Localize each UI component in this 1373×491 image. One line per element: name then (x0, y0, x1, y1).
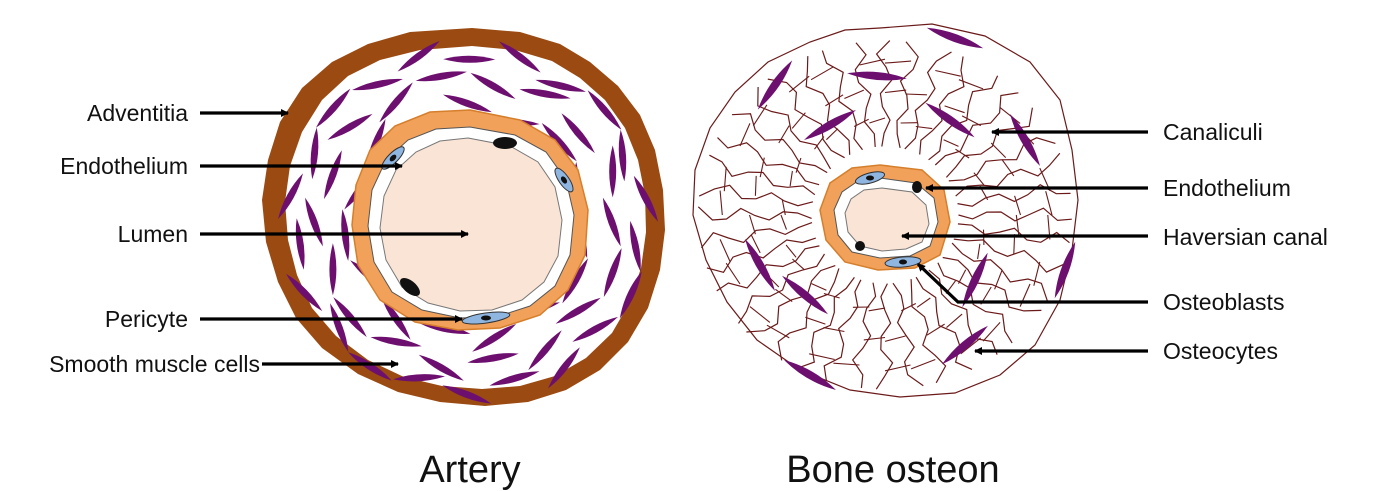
label-haversian-canal: Haversian canal (1163, 224, 1328, 250)
label-pericyte: Pericyte (105, 306, 188, 332)
label-smooth-muscle: Smooth muscle cells (49, 351, 260, 377)
label-endothelium-artery: Endothelium (60, 153, 188, 179)
haversian-canal-lumen (845, 188, 929, 251)
osteon-endothelial-nucleus (866, 176, 874, 181)
endothelial-cell-nucleus (481, 316, 491, 321)
pericyte-nucleus (493, 137, 517, 149)
osteon-endothelial-nucleus (912, 181, 922, 193)
caption-artery: Artery (419, 449, 520, 491)
artery-cross-section (262, 28, 665, 407)
label-lumen: Lumen (118, 221, 188, 247)
label-endothelium-osteon: Endothelium (1163, 175, 1291, 201)
label-osteoblasts: Osteoblasts (1163, 289, 1284, 315)
label-adventitia: Adventitia (87, 100, 188, 126)
label-canaliculi: Canaliculi (1163, 119, 1263, 145)
osteon-cross-section (693, 24, 1079, 397)
caption-bone-osteon: Bone osteon (786, 449, 999, 491)
label-osteocytes: Osteocytes (1163, 338, 1278, 364)
osteon-endothelial-nucleus (855, 241, 865, 251)
osteoblast-nucleus (899, 260, 907, 265)
